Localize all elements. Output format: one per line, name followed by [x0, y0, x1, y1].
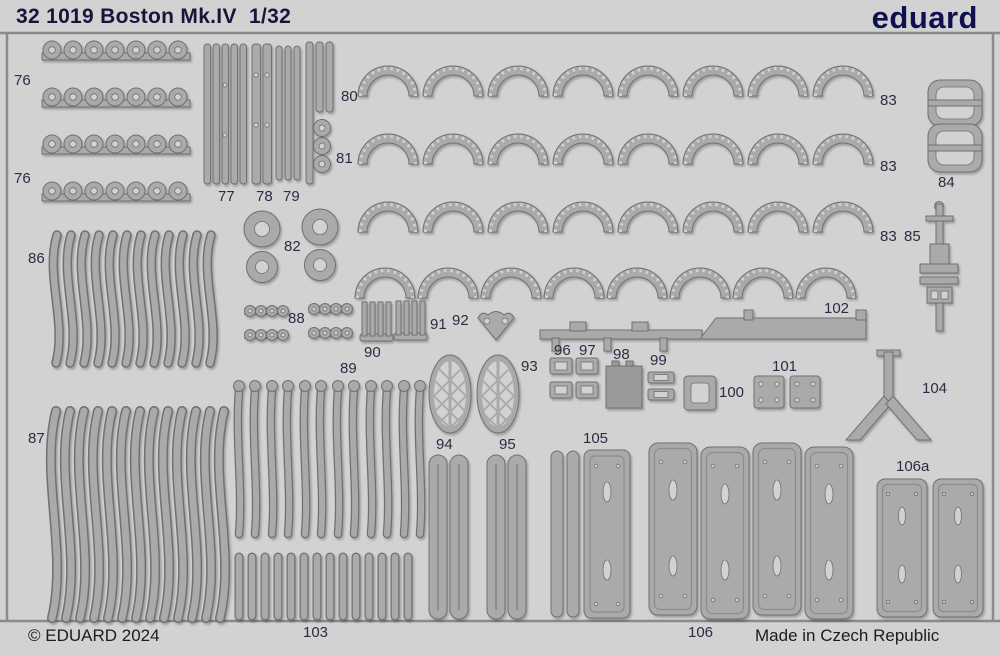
part-102-rail — [539, 309, 867, 352]
part-number-label: 105 — [583, 430, 609, 447]
part-number-label: 83 — [880, 92, 897, 109]
part-number-label: 81 — [336, 150, 353, 167]
part-number-label: 80 — [341, 88, 358, 105]
made-in-text: Made in Czech Republic — [755, 626, 940, 645]
part-number-label: 84 — [938, 174, 955, 191]
part-92-bracket — [477, 311, 515, 341]
part-number-label: 93 — [521, 358, 538, 375]
part-number-label: 87 — [28, 430, 45, 447]
part-number-label: 85 — [904, 228, 921, 245]
part-87-wavy-strips — [51, 411, 225, 618]
part-number-label: 88 — [288, 310, 305, 327]
part-94-strips — [428, 454, 469, 620]
part-89-strips — [234, 381, 426, 535]
sheet-title: 32 1019 Boston Mk.IV 1/32 — [16, 5, 292, 28]
part-80-81 — [305, 41, 334, 185]
part-number-label: 76 — [14, 170, 31, 187]
part-101-plates — [753, 375, 821, 409]
part-96-97-clips — [549, 357, 599, 399]
part-number-label: 79 — [283, 188, 300, 205]
etched-parts — [41, 40, 984, 620]
part-number-label: 94 — [436, 436, 453, 453]
part-number-label: 103 — [303, 624, 329, 641]
part-number-label: 100 — [719, 384, 745, 401]
part-number-label: 96 — [554, 342, 571, 359]
copyright-text: © EDUARD 2024 — [28, 626, 160, 645]
part-number-label: 104 — [922, 380, 948, 397]
part-82-rings — [243, 208, 339, 283]
part-number-label: 92 — [452, 312, 469, 329]
part-number-label: 106a — [896, 458, 930, 475]
part-number-label: 83 — [880, 228, 897, 245]
part-number-label: 82 — [284, 238, 301, 255]
part-number-label: 97 — [579, 342, 596, 359]
part-106-door-panels — [648, 442, 854, 620]
part-100-frame — [683, 375, 717, 411]
part-104-anchor — [844, 349, 933, 441]
part-number-label: 95 — [499, 436, 516, 453]
part-number-label: 83 — [880, 158, 897, 175]
part-103-strips — [239, 557, 408, 616]
part-77-78-79-strips — [203, 43, 301, 185]
part-number-label: 98 — [613, 346, 630, 363]
part-number-label: 91 — [430, 316, 447, 333]
part-106a-panels — [876, 478, 984, 618]
part-83-cowl-flap-arcs — [353, 64, 875, 300]
part-91-comb — [393, 300, 428, 341]
part-number-label: 89 — [340, 360, 357, 377]
part-number-label: 76 — [14, 72, 31, 89]
part-99-clips — [647, 371, 675, 401]
part-number-label: 99 — [650, 352, 667, 369]
part-85 — [919, 201, 959, 332]
part-number-label: 106 — [688, 624, 714, 641]
part-84-frames — [927, 79, 983, 173]
part-98-plate — [605, 360, 643, 409]
part-number-label: 78 — [256, 188, 273, 205]
eduard-logo: eduard — [871, 0, 978, 35]
part-number-label: 101 — [772, 358, 798, 375]
part-number-label: 102 — [824, 300, 850, 317]
part-number-label: 86 — [28, 250, 45, 267]
part-number-label: 77 — [218, 188, 235, 205]
part-86-wavy-strips — [53, 235, 213, 363]
part-90-comb — [359, 301, 394, 342]
part-76-ring-strips — [41, 40, 191, 202]
part-95-strips — [486, 454, 527, 620]
part-105-panels — [550, 449, 631, 619]
part-number-label: 90 — [364, 344, 381, 361]
